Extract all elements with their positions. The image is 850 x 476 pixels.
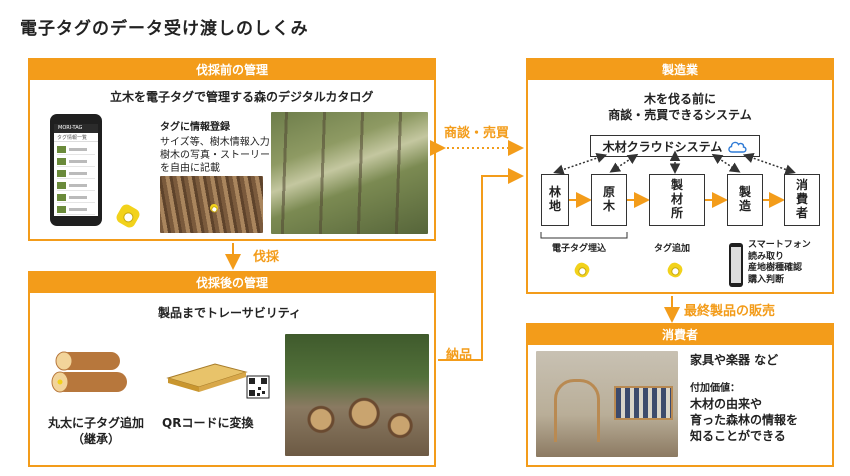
small-smartphone-icon xyxy=(729,243,743,287)
final-sale-label: 最終製品の販売 xyxy=(684,304,776,319)
consumer-line-4: 育った森林の情報を xyxy=(690,413,799,427)
qr-convert-label: QRコードに変換 xyxy=(162,416,254,430)
tag-embed-caption: 電子タグ埋込 xyxy=(552,244,607,254)
phone-subtitle: タグ情報一覧 xyxy=(54,134,98,142)
smartphone-caption-line2: 読み取り xyxy=(748,251,785,262)
smartphone-image: MORI-TAG タグ情報一覧 xyxy=(50,114,102,226)
forest-photo xyxy=(271,112,428,234)
smartphone-caption-line3: 産地樹種確認 xyxy=(748,263,803,274)
flow-node-sawmill: 製 材 所 xyxy=(649,174,705,226)
flow-node-consumer: 消 費 者 xyxy=(784,174,820,226)
tag-register-desc-3: を自由に記載 xyxy=(160,163,220,174)
smartphone-caption-line4: 購入判断 xyxy=(748,275,785,286)
consumer-line-1: 家具や楽器 など xyxy=(690,353,779,367)
delivery-label: 納品 xyxy=(446,348,473,363)
page-title: 電子タグのデータ受け渡しのしくみ xyxy=(20,19,309,39)
log-tag-label-line2: （継承） xyxy=(71,431,120,446)
delivery-arrow xyxy=(438,168,524,361)
phone-app-name: MORI-TAG xyxy=(54,124,98,133)
consumer-line-2: 付加価値： xyxy=(690,383,740,394)
flow-node-forest: 林 地 xyxy=(541,174,569,226)
before-harvest-heading: 立木を電子タグで管理する森のデジタルカタログ xyxy=(110,90,374,104)
consumer-line-5: 知ることができる xyxy=(690,429,786,443)
manufacturing-heading-line2: 商談・売買できるシステム xyxy=(608,107,752,122)
wood-cloud-system-label: 木材クラウドシステム xyxy=(602,139,723,154)
log-tag-label: 丸太に子タグ追加 （継承） xyxy=(38,416,154,447)
furniture-photo xyxy=(536,351,678,457)
log-tag-label-line1: 丸太に子タグ追加 xyxy=(47,416,144,430)
consumer-line-3: 木材の由来や xyxy=(690,397,763,411)
consumer-header: 消費者 xyxy=(528,325,832,345)
tag-register-title: タグに情報登録 xyxy=(160,122,230,133)
deal-label: 商談・売買 xyxy=(444,126,510,141)
flow-node-manufacturing: 製 造 xyxy=(727,174,763,226)
cloud-icon xyxy=(728,141,747,153)
manufacturing-heading: 木を伐る前に 商談・売買できるシステム xyxy=(526,92,834,123)
after-harvest-header: 伐採後の管理 xyxy=(30,273,434,293)
tag-add-caption: タグ追加 xyxy=(654,244,691,254)
manufacturing-heading-line1: 木を伐る前に xyxy=(643,92,716,106)
manufacturing-header: 製造業 xyxy=(528,60,832,80)
wood-cloud-system-box: 木材クラウドシステム xyxy=(590,135,760,157)
before-harvest-header: 伐採前の管理 xyxy=(30,60,434,80)
smartphone-caption: スマートフォン 読み取り 産地樹種確認 購入判断 xyxy=(748,240,811,287)
smartphone-caption-line1: スマートフォン xyxy=(748,240,811,250)
harvest-label: 伐採 xyxy=(253,250,280,265)
log-pile-photo xyxy=(285,334,429,456)
flow-node-raw-wood: 原 木 xyxy=(591,174,627,226)
tag-register-desc-1: サイズ等、樹木情報入力 xyxy=(160,137,270,148)
tag-register-desc-2: 樹木の写真・ストーリー xyxy=(160,150,270,161)
after-harvest-heading: 製品までトレーサビリティ xyxy=(158,306,302,320)
